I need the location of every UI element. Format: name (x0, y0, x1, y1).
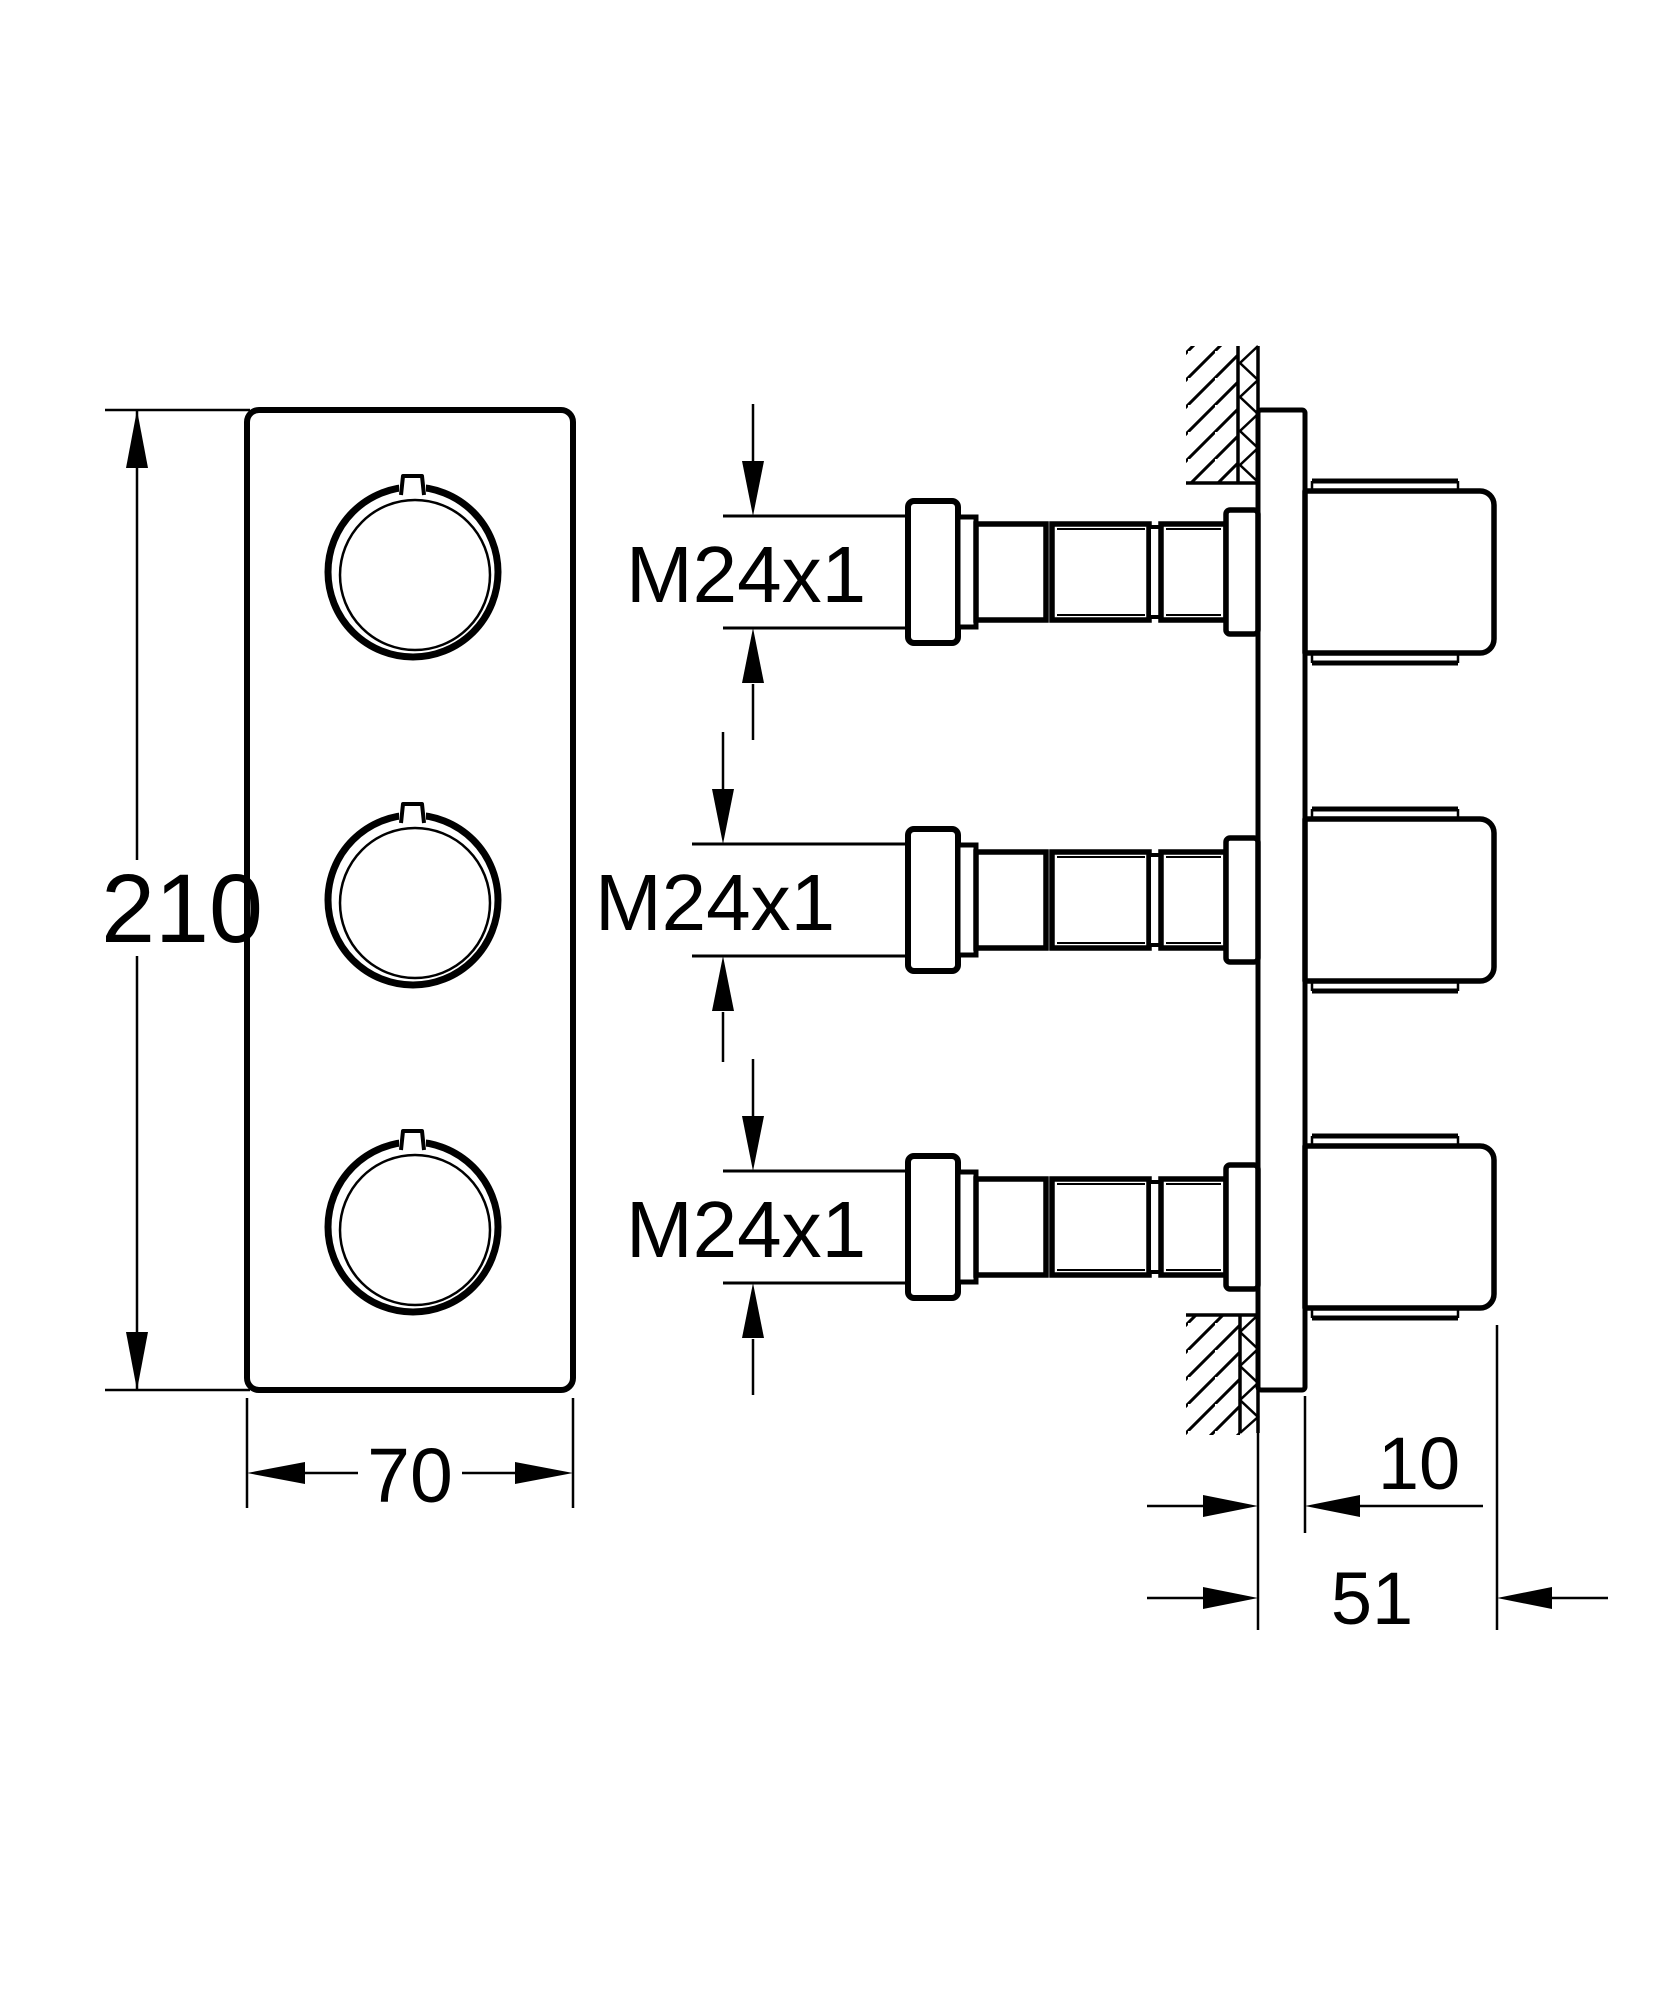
wall-section-bottom (1186, 1313, 1260, 1435)
dimension-depth-51: 51 (1147, 1325, 1608, 1640)
connector-row-1: M24x1 (626, 404, 1494, 740)
arrow-up-icon (712, 956, 734, 1011)
dimension-width-70: 70 (245, 1398, 575, 1519)
mounting-plate (1255, 407, 1308, 1393)
arrow-down-icon (742, 461, 764, 516)
arrow-down-icon (712, 789, 734, 844)
arrow-left-icon (1305, 1495, 1360, 1517)
dimension-height-210: 210 (101, 408, 263, 1392)
wall-section-top (1186, 345, 1260, 485)
height-dim-label: 210 (101, 854, 263, 963)
side-view: M24x1 M24x1 M24x1 (595, 345, 1608, 1640)
arrow-up-icon (742, 1283, 764, 1338)
arrow-left-icon (1497, 1587, 1552, 1609)
arrow-down-icon (126, 1332, 148, 1390)
thread-label-2: M24x1 (595, 858, 835, 947)
dimension-plate-thickness-10: 10 (1147, 1396, 1483, 1630)
arrow-left-icon (247, 1462, 305, 1484)
thread-label-3: M24x1 (626, 1185, 866, 1274)
arrow-right-icon (1203, 1587, 1258, 1609)
arrow-right-icon (515, 1462, 573, 1484)
arrow-right-icon (1203, 1495, 1258, 1517)
arrow-down-icon (742, 1116, 764, 1171)
connector-row-3: M24x1 (626, 1059, 1494, 1395)
front-view (244, 407, 576, 1393)
arrow-up-icon (126, 410, 148, 468)
width-dim-label: 70 (367, 1433, 453, 1519)
thread-label-1: M24x1 (626, 530, 866, 619)
connector-row-2: M24x1 (595, 732, 1494, 1062)
plate-thickness-label: 10 (1378, 1422, 1460, 1505)
depth-label: 51 (1331, 1557, 1413, 1640)
arrow-up-icon (742, 628, 764, 683)
